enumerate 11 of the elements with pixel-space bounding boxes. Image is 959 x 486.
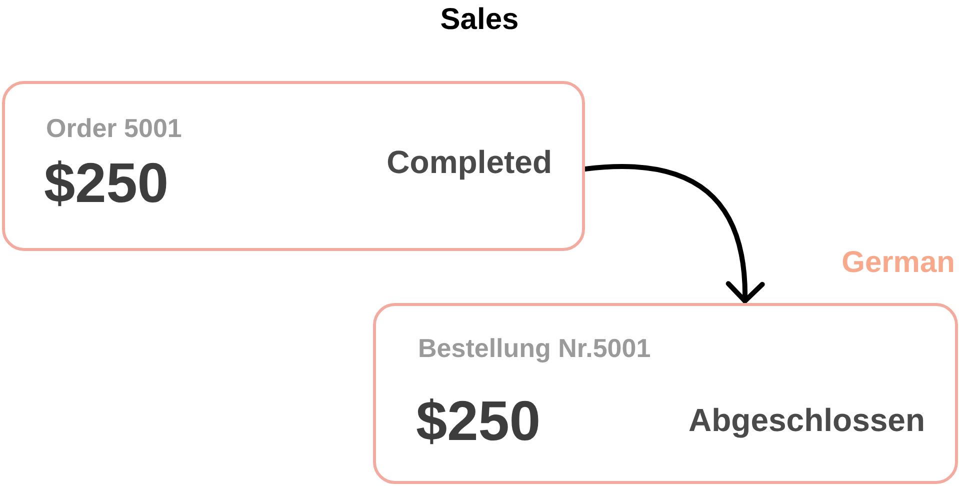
order-number: Bestellung Nr.5001 (418, 333, 651, 363)
order-number: Order 5001 (46, 113, 182, 143)
order-amount: $250 (44, 152, 169, 214)
order-status: Completed (386, 143, 552, 181)
order-card (2, 81, 585, 251)
order-amount: $250 (416, 390, 541, 452)
order-status: Abgeschlossen (688, 401, 925, 439)
curved-arrow (582, 164, 764, 304)
diagram-title: Sales (440, 2, 519, 38)
order-card (373, 303, 958, 484)
language-label: German (842, 245, 955, 281)
